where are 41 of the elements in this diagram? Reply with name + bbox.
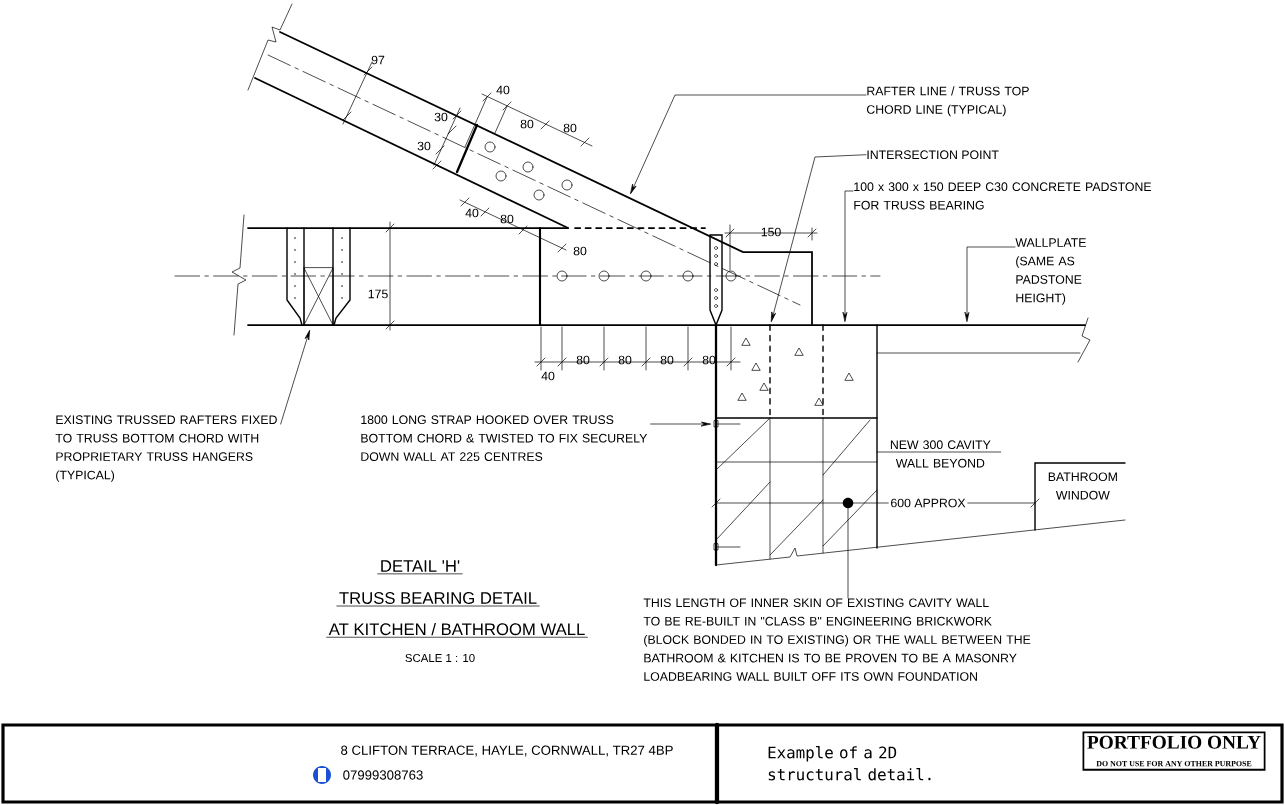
dimension-text: 80 <box>576 355 590 365</box>
dimension-text: 80 <box>520 119 534 129</box>
dimension-text: 97 <box>371 55 385 65</box>
callout-text: THIS LENGTH OF INNER SKIN OF EXISTING CAVITY WALL TO BE RE-BUILT IN "CLASS B" ENGINEERING BRICKWORK (BLOCK BONDED IN TO EXISTING) OR THE WALL BETWEEN THE BATHROOM & KITCHEN IS TO BE PROVEN TO BE A MASONRY LOADBEARING WALL BUILT OFF ITS OWN FOUNDATION <box>643 598 1031 681</box>
dimension-text: 600 APPROX <box>888 496 968 510</box>
dimension-text: 175 <box>368 289 388 299</box>
leader-line <box>771 154 867 322</box>
callout-text: EXISTING TRUSSED RAFTERS FIXED TO TRUSS BOTTOM CHORD WITH PROPRIETARY TRUSS HANGERS (TYPICAL) <box>55 415 277 482</box>
dimension-text: 40 <box>465 208 479 218</box>
dimension-text: 40 <box>496 85 510 95</box>
leader-line <box>280 330 310 425</box>
callout-text: 100 x 300 x 150 DEEP C30 CONCRETE PADSTONE FOR TRUSS BEARING <box>854 182 1152 210</box>
dimension-text: 80 <box>500 214 514 224</box>
phone-number: 07999308763 <box>343 770 423 780</box>
callout-text: 1800 LONG STRAP HOOKED OVER TRUSS BOTTOM CHORD & TWISTED TO FIX SECURELY DOWN WALL AT 225 CENTRES <box>361 415 648 461</box>
dimension-text: 30 <box>434 112 448 122</box>
dimension-text: 80 <box>702 355 716 365</box>
leader-line <box>847 508 849 599</box>
leader-line <box>876 451 1002 453</box>
leader-line <box>630 94 867 194</box>
scale-text: SCALE 1 : 10 <box>405 654 475 663</box>
leader-line <box>650 421 711 427</box>
dimension-text: 30 <box>417 141 431 151</box>
callout-text: RAFTER LINE / TRUSS TOP CHORD LINE (TYPICAL) <box>867 86 1029 117</box>
callout-text: WALLPLATE (SAME AS PADSTONE HEIGHT) <box>1015 238 1086 305</box>
dimension-text: 150 <box>761 227 781 237</box>
callout-text: INTERSECTION POINT <box>867 150 999 160</box>
note-text: Example of a 2D structural detail. <box>768 746 931 781</box>
leader-line <box>964 246 1016 322</box>
leader-line <box>842 190 854 322</box>
dimension-text: 40 <box>541 371 555 381</box>
title-text: TRUSS BEARING DETAIL <box>336 592 540 607</box>
window-box: BATHROOM WINDOW <box>1034 462 1126 531</box>
dimension-text: 80 <box>563 123 577 133</box>
callout-text: NEW 300 CAVITY WALL BEYOND <box>890 440 991 468</box>
title-text: AT KITCHEN / BATHROOM WALL <box>326 622 588 638</box>
dimension-text: 80 <box>573 246 587 256</box>
title-text: DETAIL 'H' <box>377 560 463 575</box>
address-text: 8 CLIFTON TERRACE, HAYLE, CORNWALL, TR27 4BP <box>341 745 673 757</box>
dimension-text: 80 <box>618 355 632 365</box>
dimension-text: 80 <box>660 355 674 365</box>
